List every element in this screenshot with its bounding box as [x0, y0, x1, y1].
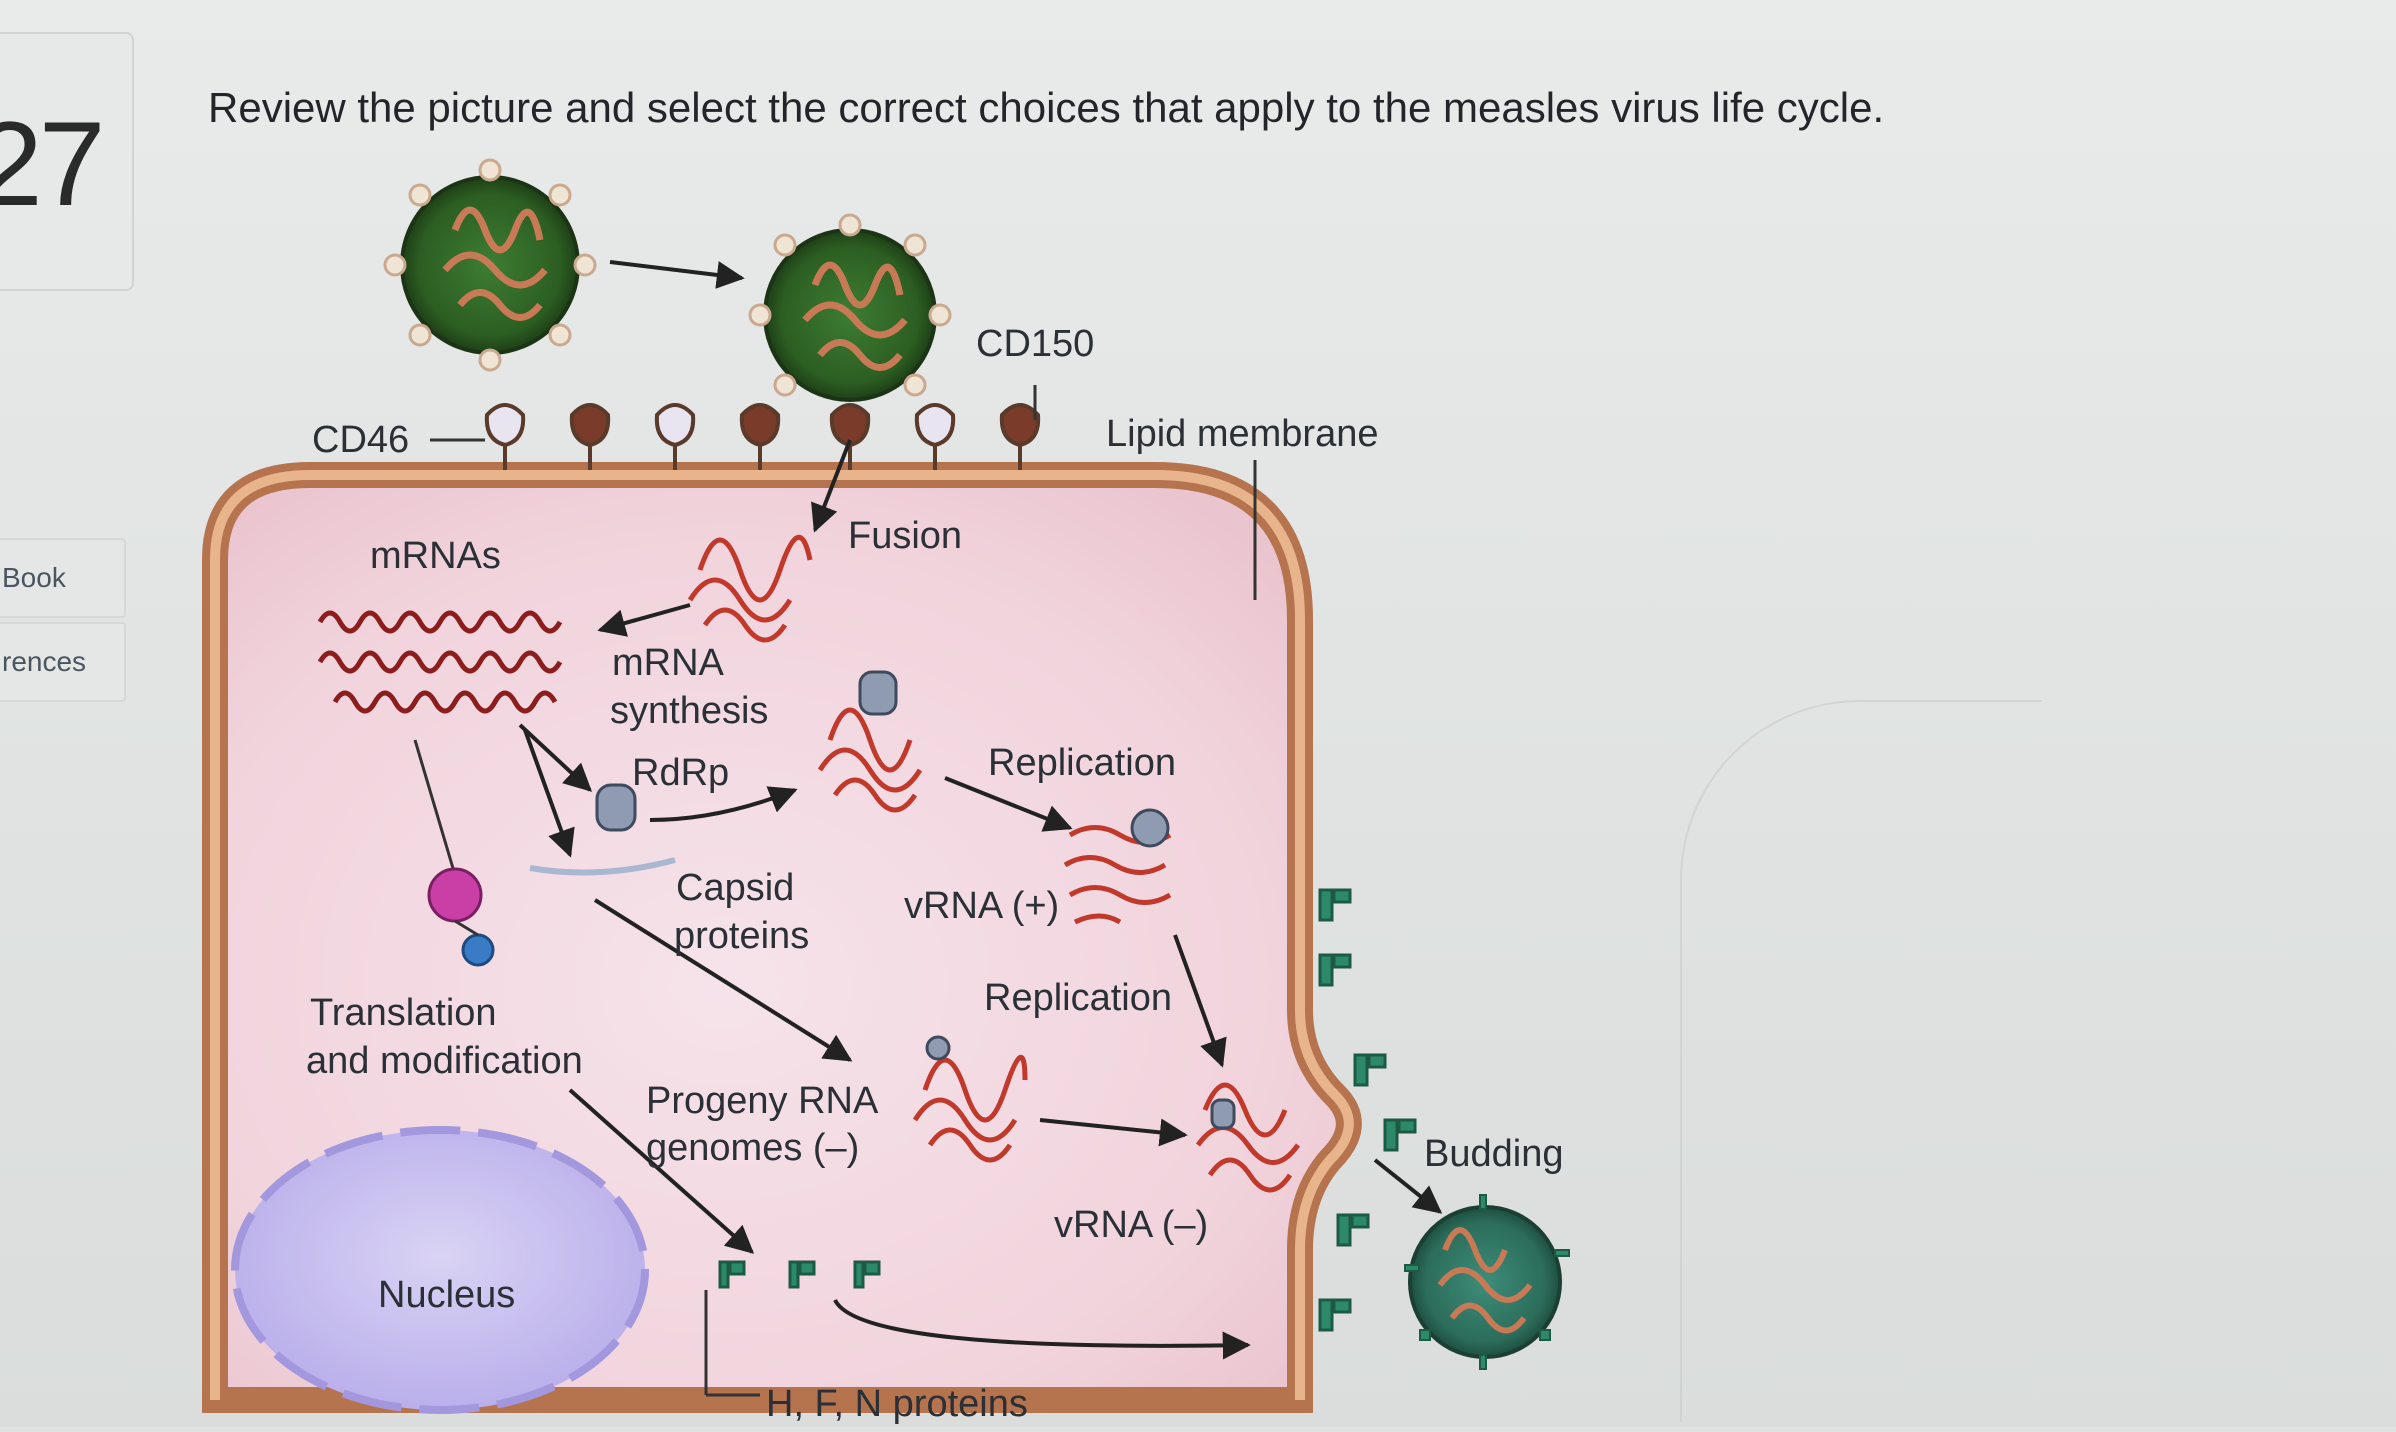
sidebar-item-references[interactable]: rences: [0, 622, 126, 702]
label-capsid-2: proteins: [674, 915, 809, 957]
arrow-approach: [609, 260, 745, 289]
label-mrna-synthesis-1: mRNA: [612, 642, 725, 684]
ribosome-small: [461, 933, 495, 967]
label-rdrp: RdRp: [632, 752, 729, 794]
progeny-rna: [912, 1055, 1028, 1163]
question-number: 27: [0, 97, 105, 231]
label-hfn-proteins: H, F, N proteins: [766, 1383, 1028, 1425]
cd46-receptors: [484, 403, 1041, 470]
label-mrna-synthesis-2: synthesis: [610, 690, 768, 732]
ribosome-large: [427, 867, 483, 923]
membrane-envelope-proteins: [1318, 888, 1417, 1332]
label-lipid-membrane: Lipid membrane: [1106, 413, 1378, 455]
label-budding: Budding: [1424, 1133, 1563, 1175]
label-progeny-2: genomes (–): [646, 1127, 859, 1169]
vrna-minus-coil: [1195, 1082, 1301, 1193]
replication-template: [817, 707, 923, 813]
label-mrnas: mRNAs: [370, 535, 501, 577]
label-nucleus: Nucleus: [378, 1274, 515, 1316]
question-number-card: [0, 32, 134, 291]
label-cd46: CD46: [312, 419, 409, 461]
label-fusion: Fusion: [848, 515, 962, 557]
capsid-proteins-strand: [529, 857, 676, 876]
virus-particle-1: [383, 158, 597, 372]
label-vrna-plus: vRNA (+): [904, 885, 1059, 927]
label-cd150: CD150: [976, 323, 1094, 365]
vrna-plus-coil: [1063, 825, 1172, 925]
label-translation-2: and modification: [306, 1040, 583, 1082]
background-sketch: [1680, 700, 2042, 1422]
label-replication-1: Replication: [988, 742, 1176, 784]
label-vrna-minus: vRNA (–): [1054, 1204, 1208, 1246]
nucleocapsid-released: [687, 535, 813, 643]
hfn-protein-glyphs: [718, 1260, 881, 1289]
mrna-strands: [317, 610, 563, 714]
label-capsid-1: Capsid: [676, 867, 794, 909]
label-progeny-1: Progeny RNA: [646, 1080, 879, 1122]
virus-particle-2: [748, 213, 952, 402]
label-replication-2: Replication: [984, 977, 1172, 1019]
rdrp-protein: [595, 783, 637, 832]
budding-virus: [1404, 1194, 1570, 1370]
question-prompt: Review the picture and select the correc…: [208, 84, 1885, 131]
label-translation-1: Translation: [310, 992, 497, 1034]
arrow-fusion: [811, 439, 852, 533]
sidebar-item-book[interactable]: Book: [0, 538, 126, 618]
nucleus-shape: [231, 1126, 649, 1414]
